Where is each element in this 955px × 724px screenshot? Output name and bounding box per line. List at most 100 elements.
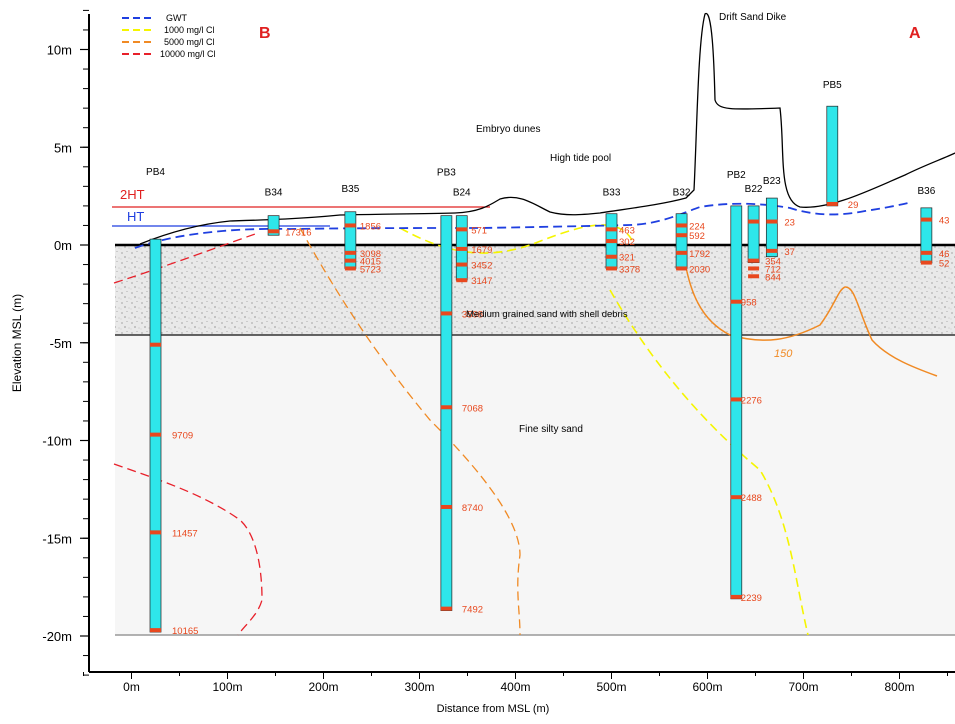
borehole-casing [441,216,452,611]
borehole-label: B32 [673,188,691,199]
sample-value: 1679 [471,245,492,256]
legend-label: 5000 mg/l Cl [164,37,215,47]
sample-marker [766,220,777,224]
fine-sand-label: Fine silty sand [519,424,583,435]
ht-label: HT [127,209,144,224]
y-tick-label: -20m [42,629,72,644]
sample-value: 29 [848,200,859,211]
x-tick-label: 500m [596,680,626,694]
borehole-label: B33 [603,188,621,199]
sample-value: 43 [939,216,950,227]
sample-value: 321 [619,253,635,264]
sample-marker [441,505,452,509]
sample-value: 9709 [172,431,193,442]
sample-value: 571 [471,225,487,236]
fine-sand-layer [115,335,955,635]
sample-marker [441,311,452,315]
borehole-label: PB5 [823,80,842,91]
borehole-label: B34 [265,188,283,199]
sample-marker [345,223,356,227]
sample-marker [456,247,467,251]
sample-value: 958 [741,298,757,309]
sample-value: 7492 [462,605,483,616]
sample-marker [606,239,617,243]
sample-marker [456,227,467,231]
sample-value: 37 [784,247,795,258]
x-tick-label: 100m [212,680,242,694]
sample-value: 11457 [172,528,198,539]
sample-value: 23 [784,218,795,229]
dike-label: Drift Sand Dike [719,12,787,23]
sample-marker [676,251,687,255]
borehole-b34: B34 17316 [265,188,312,239]
sample-marker [676,266,687,270]
sample-value: 17316 [285,227,311,238]
sample-marker [441,405,452,409]
x-tick-label: 200m [308,680,338,694]
sample-value: 2488 [741,493,762,504]
borehole-label: B36 [917,186,935,197]
borehole-label: B35 [341,184,359,195]
sample-marker [748,274,759,278]
sample-marker [150,433,161,437]
y-tick-label: 5m [54,140,72,155]
sample-marker [456,263,467,267]
x-tick-label: 800m [884,680,914,694]
y-tick-label: 10m [47,43,72,58]
y-tick-label: -15m [42,531,72,546]
sample-marker [345,259,356,263]
sample-marker [921,218,932,222]
sample-marker [606,266,617,270]
legend-label: GWT [166,13,187,23]
sample-value: 463 [619,225,635,236]
end-label-right: A [909,25,921,42]
sample-marker [150,343,161,347]
sample-marker [748,259,759,263]
sample-value: 3147 [471,276,492,287]
legend-label: 10000 mg/l Cl [160,49,216,59]
sample-marker [150,628,161,632]
borehole-label: PB2 [727,170,746,181]
sample-marker [268,229,279,233]
y-tick-label: -10m [42,434,72,449]
sample-marker [921,251,932,255]
sample-value: 302 [619,237,635,248]
borehole-pb5: PB5 29 [823,80,859,211]
borehole-casing [827,106,838,206]
x-tick-label: 700m [788,680,818,694]
sample-value: 1792 [689,249,710,260]
sample-marker [766,249,777,253]
borehole-casing [748,206,759,263]
sample-marker [748,220,759,224]
borehole-label: B23 [763,176,781,187]
dunes-label: Embryo dunes [476,124,540,135]
sample-value: 52 [939,259,950,270]
borehole-casing [766,198,777,257]
x-tick-label: 400m [500,680,530,694]
legend-label: 1000 mg/l Cl [164,25,215,35]
sample-marker [606,255,617,259]
sample-marker [606,227,617,231]
sample-value: 3378 [619,264,640,275]
sample-value: 592 [689,231,705,242]
y-tick-label: -5m [50,336,72,351]
contour-150-label: 150 [774,348,793,360]
borehole-label: B22 [745,184,763,195]
sample-marker [345,251,356,255]
sample-marker [827,202,838,206]
sample-marker [748,266,759,270]
sample-marker [676,233,687,237]
pool-label: High tide pool [550,153,611,164]
x-tick-label: 0m [123,680,140,694]
2ht-label: 2HT [120,187,145,202]
sample-value: 3452 [471,261,492,272]
gwt-line [135,202,912,248]
borehole-casing [676,214,687,269]
sample-value: 2276 [741,395,762,406]
sample-marker [150,530,161,534]
sample-value: 2239 [741,593,762,604]
x-axis-label: Distance from MSL (m) [437,703,550,715]
sample-marker [456,278,467,282]
